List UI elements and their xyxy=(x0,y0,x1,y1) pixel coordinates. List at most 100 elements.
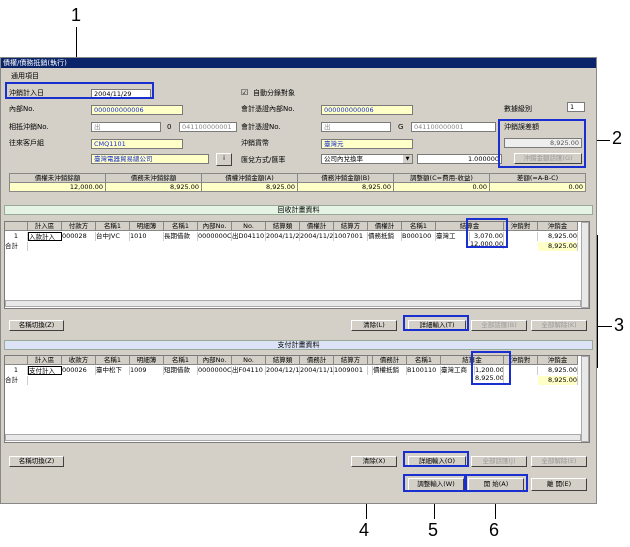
customer-name-input[interactable]: 臺灣電器貿易總公司 xyxy=(91,154,209,164)
auto-adjust-button[interactable]: 沖銷金額話匯(G) xyxy=(514,153,582,164)
pay-h-9: 債務計 xyxy=(300,356,334,365)
voucher-no-label: 會計憑證No. xyxy=(241,123,281,131)
recv-h-9: 債權計 xyxy=(300,222,334,231)
payable-grid: 計入區 收款方 名稱1 明細簿 名稱1 內部No. No. 結算類 債務計 結算… xyxy=(4,355,590,443)
rate-method-select[interactable]: 公司內兌換率 ▼ xyxy=(321,154,413,164)
counter-no-b: 0 xyxy=(167,123,172,131)
recv-r1-amount: 3,070.00 xyxy=(470,232,504,241)
rate-input[interactable]: 1.000000 xyxy=(417,154,502,164)
recv-h-6: 內部No. xyxy=(198,222,232,231)
voucher-internal-input[interactable]: 000000000006 xyxy=(321,105,413,115)
recv-h-13: 結算金 xyxy=(436,222,504,231)
recv-total-label: 合計 xyxy=(5,242,28,251)
highlight-offset-date xyxy=(5,82,154,99)
receivable-vscroll[interactable] xyxy=(581,222,589,308)
recv-r1-cust: 臺灣工 xyxy=(436,232,470,241)
pay-r1-no: 1 xyxy=(5,366,28,375)
recv-h-8: 結算類 xyxy=(266,222,300,231)
summary-value-2: 8,925.00 xyxy=(202,183,298,192)
recv-clear-button[interactable]: 清除(L) xyxy=(351,320,397,331)
highlight-adjust xyxy=(403,474,467,492)
highlight-pay-detail xyxy=(403,451,469,467)
summary-header-0: 債權未沖銷餘額 xyxy=(10,174,106,183)
pay-select-all-button[interactable]: 全部話匯(J) xyxy=(471,456,527,467)
offset-diff-input[interactable]: 8,925.00 xyxy=(504,138,582,148)
callout-5-line xyxy=(434,491,435,519)
highlight-recv-detail xyxy=(403,315,469,331)
internal-no-input[interactable]: 000000000006 xyxy=(91,105,183,115)
payable-hscroll[interactable] xyxy=(5,434,581,441)
pay-r1-date1: 2004/12/1 xyxy=(266,366,300,375)
pay-h-13: 名稱1 xyxy=(407,356,441,365)
pay-r1-cust: 臺灣工商 xyxy=(441,366,475,375)
pay-r1-payee: 000026 xyxy=(62,366,96,375)
pay-h-12: 債務計 xyxy=(373,356,407,365)
recv-select-all-button[interactable]: 全部話匯(B) xyxy=(471,320,527,331)
recv-h-0 xyxy=(5,222,28,231)
callout-3-line-v xyxy=(597,235,598,368)
callout-4: 4 xyxy=(359,520,370,540)
pay-h-4: 明細簿 xyxy=(130,356,164,365)
auto-split-checkbox[interactable]: ☑ xyxy=(241,88,249,97)
currency-input[interactable]: 臺灣元 xyxy=(321,139,413,149)
pay-r1-type[interactable]: 支付計入 xyxy=(28,366,62,375)
pay-r1-offset: 8,925.00 xyxy=(538,366,578,375)
payable-section-title: 支付計畫資料 xyxy=(4,340,593,350)
voucher-no-c[interactable]: 041100000001 xyxy=(411,122,496,132)
window-title: 債權/債務抵銷(執行) xyxy=(1,58,596,68)
recv-h-14: 沖銷對 xyxy=(504,222,538,231)
recv-release-all-button[interactable]: 全部解除(K) xyxy=(531,320,587,331)
rate-method-label: 匯兌方式/匯率 xyxy=(241,156,286,164)
summary-header-3: 債務沖銷金額(B) xyxy=(298,174,394,183)
recv-r1-code: B000100 xyxy=(402,232,436,241)
callout-3: 3 xyxy=(614,315,625,335)
summary-header-2: 債權沖銷金額(A) xyxy=(202,174,298,183)
callout-2-line xyxy=(584,140,610,141)
customer-info-button[interactable]: i xyxy=(216,153,232,166)
pay-h-11 xyxy=(368,356,373,365)
recv-h-4: 明細簿 xyxy=(130,222,164,231)
pay-total-label: 合計 xyxy=(5,376,28,385)
voucher-no-a[interactable]: 出 xyxy=(321,122,391,132)
pay-name-switch-button[interactable]: 名稱切換(Z) xyxy=(9,456,64,467)
counter-no-a[interactable]: 出 xyxy=(91,122,161,132)
summary-header-1: 債務未沖銷餘額 xyxy=(106,174,202,183)
chevron-down-icon[interactable]: ▼ xyxy=(403,155,412,163)
pay-r1-amount: 1,200.00 xyxy=(475,366,504,375)
summary-value-0: 12,000.00 xyxy=(10,183,106,192)
recv-r1-internal: 0000000C xyxy=(198,232,232,241)
recv-total-value: 8,925.00 xyxy=(538,242,578,251)
currency-label: 沖銷貨幣 xyxy=(241,139,269,147)
recv-r1-account: 債務抵銷 xyxy=(368,232,402,241)
offset-window: 債權/債務抵銷(執行) 通用項目 沖銷計入日 2004/11/29 ☑ 自動分錄… xyxy=(0,57,597,504)
recv-name-switch-button[interactable]: 名稱切換(Z) xyxy=(9,320,64,331)
customer-group-input[interactable]: CMQ1101 xyxy=(91,139,183,149)
pay-h-0 xyxy=(5,356,28,365)
recv-r1-ledger: 1010 xyxy=(130,232,164,241)
counter-no-label: 相抵沖銷No. xyxy=(9,123,49,131)
recv-h-2: 付款方 xyxy=(62,222,96,231)
pay-r1-method: 1009001 xyxy=(334,366,368,375)
pay-clear-button[interactable]: 清除(X) xyxy=(351,456,397,467)
recv-h-12: 名稱1 xyxy=(402,222,436,231)
callout-2: 2 xyxy=(612,128,623,148)
payable-vscroll[interactable] xyxy=(581,356,589,442)
recv-h-10: 結算方 xyxy=(334,222,368,231)
voucher-no-b: G xyxy=(398,123,404,131)
pay-r1-code: B100110 xyxy=(407,366,441,375)
level-input[interactable]: 1 xyxy=(567,102,585,112)
pay-r1-internal: 0000000C xyxy=(198,366,232,375)
pay-h-2: 收款方 xyxy=(62,356,96,365)
recv-r1-ledger-name: 長期借款 xyxy=(164,232,198,241)
recv-r1-target xyxy=(504,232,538,241)
close-button[interactable]: 離 開(E) xyxy=(531,478,587,491)
pay-r1-ledger: 1009 xyxy=(130,366,164,375)
offset-diff-label: 沖銷誤差額 xyxy=(504,123,539,131)
pay-r1-date2: 2004/11/1 xyxy=(300,366,334,375)
receivable-hscroll[interactable] xyxy=(5,300,581,307)
pay-r1-blank xyxy=(368,366,373,375)
counter-no-c[interactable]: 041100000001 xyxy=(179,122,237,132)
pay-h-8: 結算類 xyxy=(266,356,300,365)
recv-r1-type[interactable]: 入款計入 xyxy=(28,232,62,241)
pay-release-all-button[interactable]: 全部解除(E) xyxy=(531,456,587,467)
